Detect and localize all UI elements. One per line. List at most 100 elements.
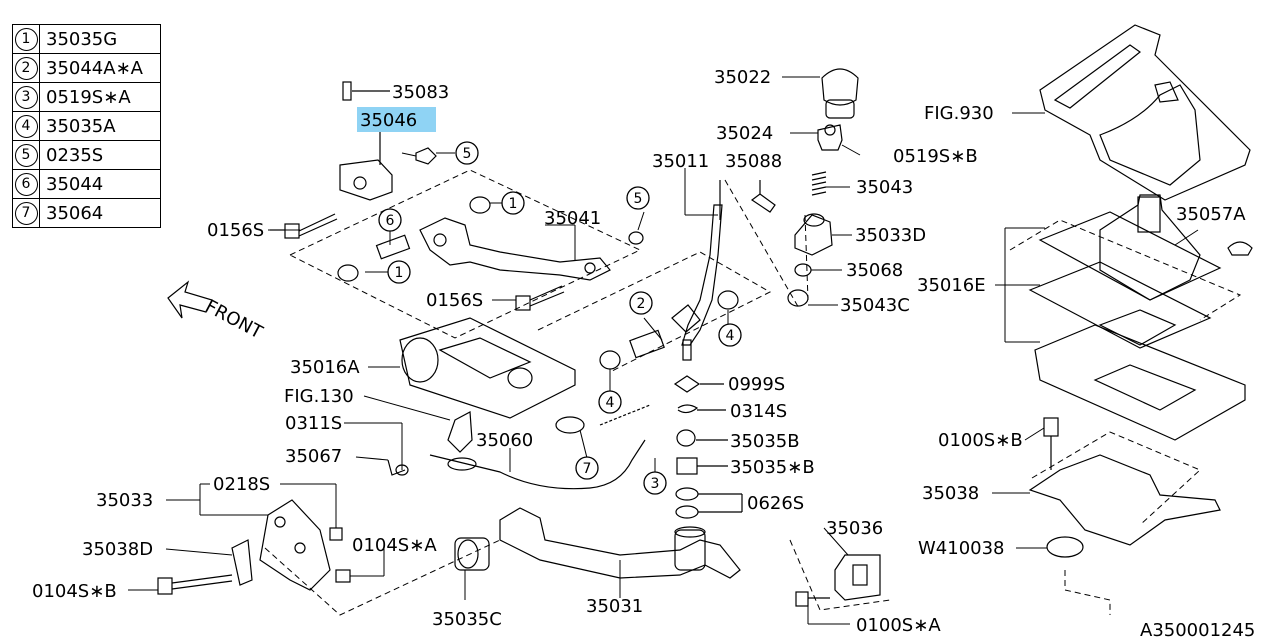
shift-lever-35011 bbox=[681, 204, 723, 346]
bolt-0104S-B bbox=[157, 577, 173, 595]
legend-number: 7 bbox=[14, 202, 38, 225]
label-0104S-B: 0104S∗B bbox=[32, 581, 117, 602]
label-35067: 35067 bbox=[285, 446, 342, 467]
label-35036: 35036 bbox=[826, 518, 883, 539]
legend-number: 4 bbox=[14, 115, 38, 138]
label-35031: 35031 bbox=[586, 596, 643, 617]
legend-part-number: 35035G bbox=[39, 24, 161, 54]
callout-circle bbox=[626, 186, 650, 210]
bolt-0156S-mid bbox=[515, 295, 531, 311]
callout-7: 7 bbox=[583, 461, 592, 477]
label-0156S-top: 0156S bbox=[207, 220, 264, 241]
dashed-plane-middle bbox=[537, 251, 772, 373]
label-0218S: 0218S bbox=[213, 474, 270, 495]
figure-id: A350001245 bbox=[1140, 620, 1255, 640]
callout-circle bbox=[387, 260, 411, 284]
label-W410038: W410038 bbox=[918, 538, 1005, 559]
clip-35067 bbox=[387, 459, 406, 476]
bushing-35035G-b bbox=[337, 264, 359, 282]
label-0104S-A: 0104S∗A bbox=[352, 535, 437, 556]
legend-number-cell: 5 bbox=[12, 140, 40, 170]
callout-circle bbox=[643, 471, 667, 495]
label-35035B: 35035B bbox=[730, 431, 800, 452]
label-0100S-B: 0100S∗B bbox=[938, 430, 1023, 451]
label-35057A: 35057A bbox=[1176, 204, 1246, 225]
label-fig130: FIG.130 bbox=[284, 386, 354, 407]
label-35060: 35060 bbox=[476, 430, 533, 451]
knob-base-35024 bbox=[817, 124, 843, 151]
bolt-0104S-A bbox=[335, 569, 351, 583]
bracket-35038 bbox=[1028, 454, 1221, 546]
bolt-0100S-B bbox=[1043, 417, 1059, 437]
callout-circle bbox=[575, 456, 599, 480]
lever-bracket-35033 bbox=[259, 499, 331, 591]
label-35022: 35022 bbox=[714, 67, 771, 88]
callout-circle bbox=[378, 208, 402, 232]
washer-0999S bbox=[673, 375, 701, 393]
dashed-guide bbox=[724, 179, 801, 311]
callout-1: 1 bbox=[509, 196, 518, 212]
bushing-35035-B bbox=[676, 457, 698, 475]
callout-5: 5 bbox=[463, 146, 472, 162]
bushing-35044A bbox=[629, 329, 665, 359]
bushing-35044 bbox=[375, 234, 411, 260]
console-fig930 bbox=[1039, 24, 1251, 201]
label-35043: 35043 bbox=[856, 177, 913, 198]
bushing-35035G-a bbox=[469, 196, 491, 214]
front-arrow bbox=[167, 280, 213, 319]
label-35033D: 35033D bbox=[855, 225, 926, 246]
legend-part-number: 0519S∗A bbox=[39, 82, 161, 112]
legend-number: 6 bbox=[14, 173, 38, 196]
pin-35083 bbox=[342, 81, 352, 101]
label-35011: 35011 bbox=[652, 151, 709, 172]
label-35035C: 35035C bbox=[432, 609, 502, 630]
callout-circle bbox=[501, 191, 525, 215]
label-35043C: 35043C bbox=[840, 295, 910, 316]
bolt-0156S-top bbox=[284, 223, 300, 239]
dashed-plane-bracket bbox=[1031, 431, 1201, 526]
label-fig930: FIG.930 bbox=[924, 103, 994, 124]
nut-0235S-mid bbox=[628, 231, 644, 245]
cable-35060 bbox=[429, 439, 646, 490]
label-0519S-B: 0519S∗B bbox=[893, 146, 978, 167]
dashed-guide-wedge bbox=[1064, 570, 1111, 615]
callout-5: 5 bbox=[634, 191, 643, 207]
gasket-35016E-c bbox=[1034, 324, 1246, 441]
label-0999S: 0999S bbox=[728, 374, 785, 395]
legend-part-number: 0235S bbox=[39, 140, 161, 170]
legend-number: 3 bbox=[14, 86, 38, 109]
shift-boot-35057A bbox=[1099, 194, 1201, 301]
label-0311S: 0311S bbox=[285, 413, 342, 434]
label-35016A: 35016A bbox=[290, 357, 360, 378]
label-35024: 35024 bbox=[716, 123, 773, 144]
bracket-35046 bbox=[339, 159, 393, 201]
shift-knob-35022 bbox=[821, 68, 859, 106]
bushing-35035A-a bbox=[717, 290, 739, 310]
bolt-0100S-A bbox=[795, 591, 809, 607]
rod-35041 bbox=[419, 217, 611, 281]
bracket-35036 bbox=[834, 554, 881, 601]
callout-3: 3 bbox=[651, 476, 660, 492]
callout-circle bbox=[455, 141, 479, 165]
washer-0626S-a bbox=[675, 487, 699, 501]
legend-part-number: 35035A bbox=[39, 111, 161, 141]
bushing-35035B bbox=[676, 429, 696, 447]
legend-part-number: 35044A∗A bbox=[39, 53, 161, 83]
label-35038D: 35038D bbox=[82, 539, 153, 560]
dashed-plane-upper bbox=[289, 169, 642, 339]
label-35083: 35083 bbox=[392, 82, 449, 103]
label-35041: 35041 bbox=[544, 208, 601, 229]
legend-part-number: 35064 bbox=[39, 198, 161, 228]
gasket-35016E-a bbox=[1038, 211, 1222, 301]
legend-number: 1 bbox=[14, 28, 38, 51]
callout-1: 1 bbox=[395, 265, 404, 281]
washer-0626S-b bbox=[675, 505, 699, 519]
nut-0218S bbox=[329, 527, 343, 541]
label-0314S: 0314S bbox=[730, 401, 787, 422]
dashed-plane-lower bbox=[264, 539, 501, 616]
